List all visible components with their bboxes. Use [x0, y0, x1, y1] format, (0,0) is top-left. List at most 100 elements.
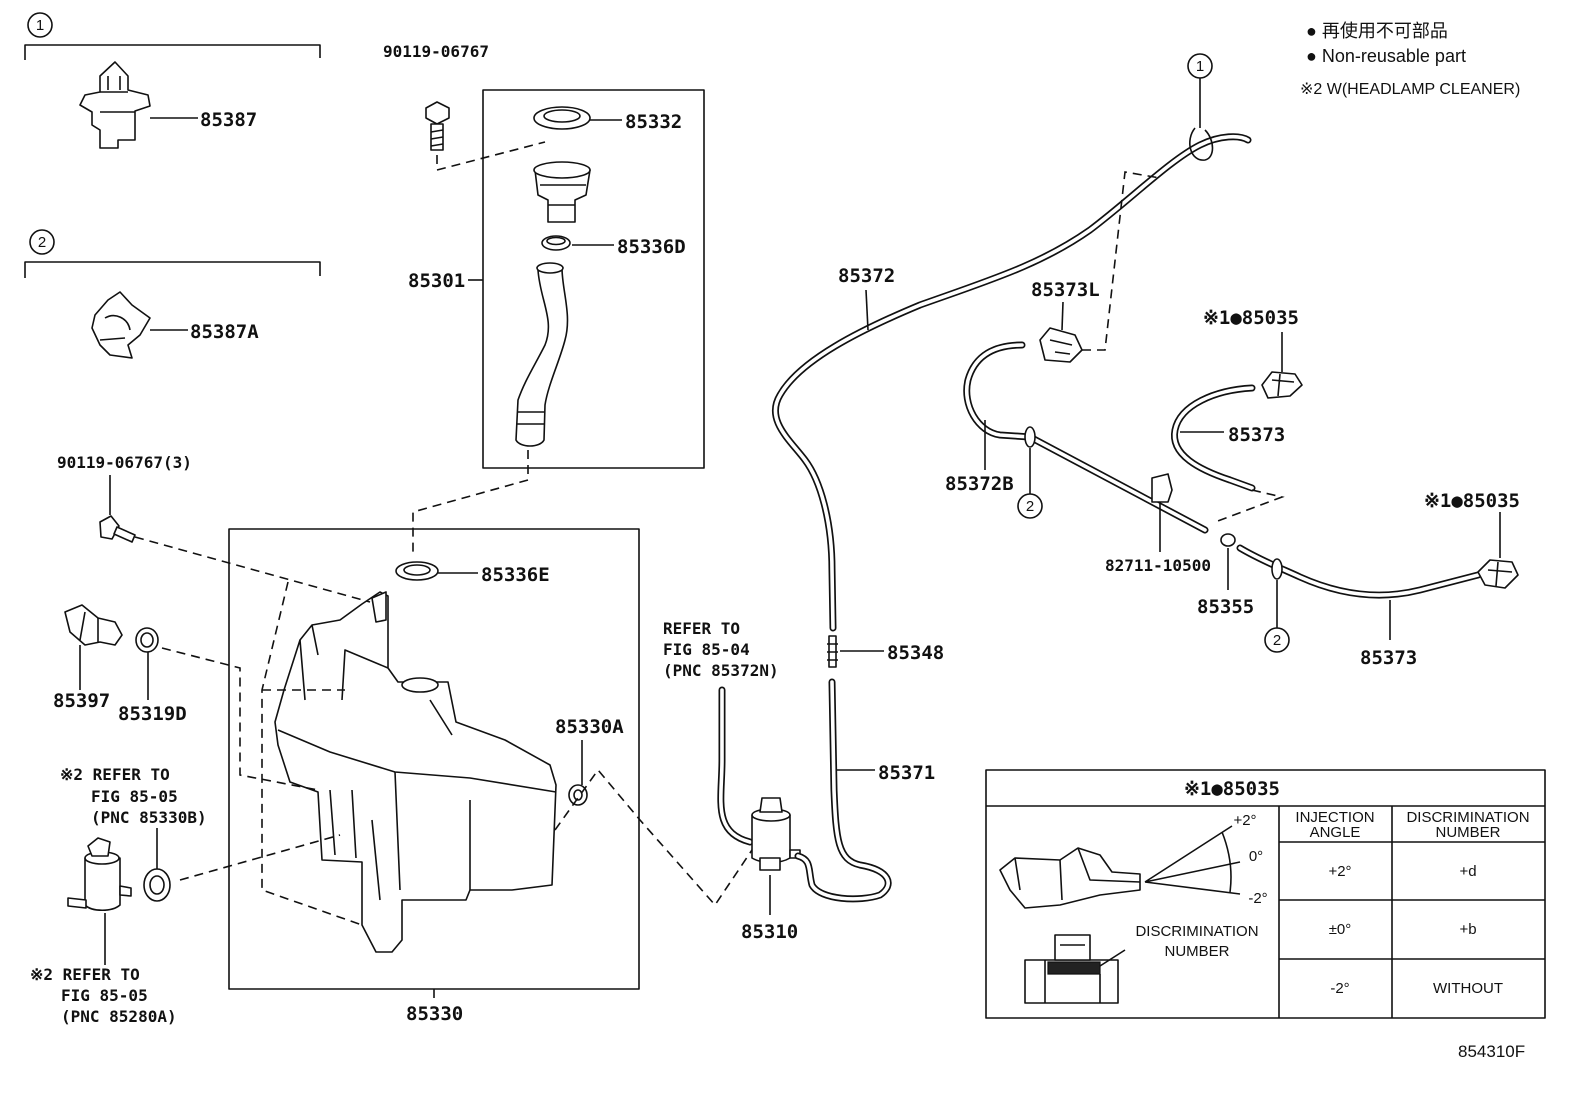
inset-angle-minus: -2°: [1248, 890, 1267, 907]
leader-85373l: [1061, 301, 1064, 331]
joint-85348-ribs: [827, 643, 838, 661]
clamp-82711-body: [1151, 473, 1173, 503]
hose-core: [1172, 386, 1254, 490]
inset-disc-label-2: NUMBER: [1164, 943, 1229, 960]
hose-85372b: 85372B 2: [945, 341, 1209, 534]
sensor-85397: 85397: [53, 604, 123, 712]
inset-angle-plus: +2°: [1233, 812, 1256, 829]
table-row-angle: -2°: [1330, 980, 1349, 997]
callout-2-number: 2: [38, 234, 46, 251]
label-85301: 85301: [408, 270, 465, 292]
dash-85319d-to-tank: [161, 647, 319, 791]
ref-85330b-line2: FIG 85-05: [91, 787, 178, 806]
headlamp-pump-connector: [87, 837, 111, 857]
pump-85310-outlet: [759, 857, 781, 871]
label-85373-lower: 85373: [1360, 647, 1417, 669]
headlamp-pump-body: [84, 857, 121, 912]
hose-outline: [963, 341, 1209, 534]
dash-tank-mount: [261, 581, 363, 926]
label-85397: 85397: [53, 690, 110, 712]
callout-1-hose-number: 1: [1196, 58, 1204, 75]
grommet-85319d-inner: [140, 632, 154, 648]
ref-85280a-line3: (PNC 85280A): [61, 1007, 177, 1026]
bolt-set: 90119-06767(3): [57, 453, 192, 543]
bolt-top-head: [425, 101, 450, 125]
callout-2-bracket: [24, 261, 321, 278]
hose-core: [796, 680, 890, 901]
callout-1-hose-group: 1: [1187, 53, 1214, 161]
inset-disc-marks: [1047, 961, 1101, 975]
nozzle-angle-table: ※1●85035 INJECTION ANGLE DISCRIMINATION …: [985, 769, 1546, 1019]
nozzle-85035-lower-body: [1477, 559, 1519, 589]
table-row-angle: ±0°: [1329, 921, 1352, 938]
ref-85330b-line3: (PNC 85330B): [91, 808, 207, 827]
callout-2-hose-b-number: 2: [1273, 632, 1281, 649]
hose-85371: 85371: [794, 678, 935, 903]
label-85336e: 85336E: [481, 564, 550, 586]
joint-85348: 85348: [827, 635, 944, 668]
tank-mount-tab: [371, 591, 387, 623]
headlamp-pump-grommet-inner: [149, 875, 165, 895]
inset-spray-lines: [1144, 825, 1241, 895]
ref-85280a-line1: ※2 REFER TO: [30, 965, 140, 984]
inset-angle-arc: [1221, 831, 1232, 893]
hose-core: [1238, 546, 1480, 597]
inlet-cup-detail: [540, 184, 586, 206]
dash-85373-upper: [1214, 489, 1285, 523]
table-row-angle: +2°: [1328, 863, 1351, 880]
grommet-85330a-inner: [573, 789, 583, 801]
hose-outline: [771, 133, 1252, 632]
nozzle-85035-upper-body: [1261, 371, 1303, 399]
grommet-85319d-body: [135, 627, 159, 653]
label-85371: 85371: [878, 762, 935, 784]
dash-85330a-to-pump: [554, 768, 753, 907]
headlamp-pump-port-left: [67, 897, 87, 909]
ref-85280a-line2: FIG 85-05: [61, 986, 148, 1005]
nozzle-85035-lower: ※1●85035: [1424, 490, 1520, 589]
headlamp-pump-port-right: [119, 885, 132, 897]
ring-85336e-inner: [403, 564, 431, 576]
table-row-number: WITHOUT: [1433, 980, 1503, 997]
label-85330: 85330: [406, 1003, 463, 1025]
table-header-number-2: NUMBER: [1435, 824, 1500, 841]
hose-85372b-clamp: [1024, 426, 1036, 448]
inlet-neck: [515, 267, 569, 447]
callout-2-circle: [29, 229, 55, 255]
dash-inlet-to-tank: [412, 450, 529, 555]
dash-pump-grommet-to-tank: [179, 834, 341, 881]
callout-1-number: 1: [36, 17, 44, 34]
inlet-85301-frame: [482, 89, 705, 469]
label-85310: 85310: [741, 921, 798, 943]
hose-85372: 85372: [771, 133, 1252, 632]
inset-disc-label-1: DISCRIMINATION: [1135, 923, 1258, 940]
dash-bolt-top: [436, 141, 546, 172]
table-header-angle-1: INJECTION: [1295, 809, 1374, 826]
figure-code: 854310F: [1458, 1042, 1525, 1061]
label-85355: 85355: [1197, 596, 1254, 618]
reference-headlamp-pump: ※2 REFER TO FIG 85-05 (PNC 85280A): [30, 837, 177, 1026]
inset-nozzle-body: [999, 847, 1141, 909]
grommet-85319d: 85319D: [118, 627, 187, 725]
clip-85387-body: [79, 61, 151, 149]
grommet-85330a: [568, 784, 588, 806]
nozzle-85035-upper: ※1●85035: [1203, 307, 1303, 399]
inset-disc-detail: [1044, 944, 1101, 1003]
ref-85330b-line1: ※2 REFER TO: [60, 765, 170, 784]
callout-1-group: 1: [24, 12, 321, 60]
label-85035-lower: ※1●85035: [1424, 490, 1520, 512]
leader-inset-disc: [1099, 949, 1126, 967]
callout-1-circle: [27, 12, 53, 38]
joint-85355: 85355: [1197, 533, 1254, 618]
hose-85373-lower-clamp: [1271, 558, 1283, 580]
pump-85310-connector: [759, 797, 783, 813]
legend-headlamp-note: ※2 W(HEADLAMP CLEANER): [1300, 81, 1520, 98]
hose-core: [964, 343, 1207, 532]
label-85373-upper: 85373: [1228, 424, 1285, 446]
inset-nozzle-detail: [1014, 847, 1141, 901]
nozzle-85373l-body: [1039, 327, 1083, 363]
label-85387a: 85387A: [190, 321, 259, 343]
clip-on-hose-85372: [1189, 127, 1214, 161]
bolt-top-thread: [430, 129, 444, 147]
dash-bolt-set-to-tank: [134, 536, 371, 603]
